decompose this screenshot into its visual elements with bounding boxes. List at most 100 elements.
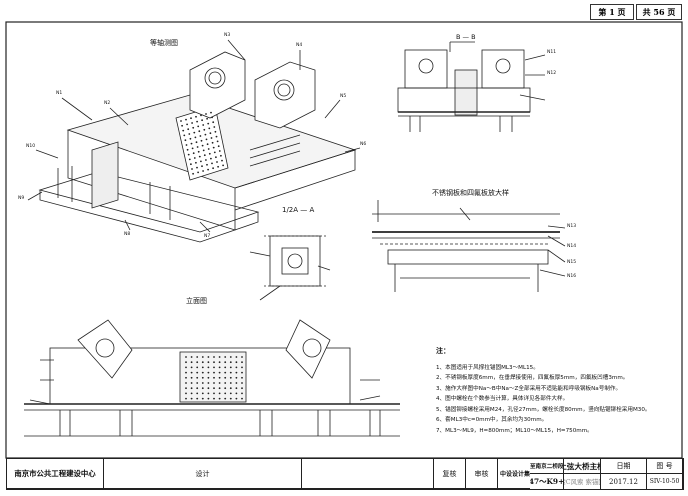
bolt [206, 143, 209, 146]
bolt [218, 376, 221, 379]
callout-n11: N11 [547, 50, 557, 55]
callout-n14: N14 [567, 244, 577, 249]
note-item: 4、图中螺栓在个数参当计算，具体详见各部件大样。 [436, 396, 569, 402]
bolt [196, 166, 198, 169]
bb-lug-left [404, 49, 448, 89]
bolt [221, 159, 223, 162]
detail-leaders [459, 207, 566, 277]
detail-view [372, 200, 566, 292]
bolt [201, 376, 204, 379]
page-number: 第 1 页 [590, 4, 634, 20]
bolt [190, 356, 193, 358]
elevation-view-title: 立面图 [186, 297, 207, 305]
bolt [201, 387, 204, 390]
bb-legs [409, 116, 513, 132]
bolt [207, 122, 210, 125]
iso-web [91, 141, 119, 209]
design-label: 设计 [104, 459, 302, 489]
callout-n7: N7 [204, 234, 211, 239]
bolt [229, 397, 232, 400]
notes-block: 注： 1、本图适用于风撑拉锚固ML3～ML15。 2、不锈钢板厚度6mm，在垂焊… [436, 346, 676, 436]
bolt [190, 376, 193, 379]
bolt [185, 376, 187, 379]
bolt [185, 356, 187, 358]
bolt [216, 161, 218, 163]
isometric-view [27, 39, 361, 243]
bolt [207, 366, 210, 369]
bolt [191, 122, 194, 124]
elev-posts [59, 410, 381, 436]
bolt [217, 165, 220, 168]
bolt [213, 126, 216, 128]
bolt [213, 356, 215, 358]
bolt [235, 376, 238, 379]
bolt [180, 120, 182, 122]
bolt [190, 366, 193, 369]
review-label: 复核 [434, 459, 466, 489]
bolt [189, 137, 192, 140]
bolt [198, 155, 201, 158]
bolt [218, 392, 221, 395]
bolt [201, 119, 204, 122]
bolt [207, 376, 210, 379]
bolt [201, 397, 204, 400]
bolt [191, 168, 193, 170]
page-total: 共 56 页 [636, 4, 682, 20]
bb-hole-right [495, 58, 511, 74]
iso-view-title: 等轴测图 [150, 39, 178, 47]
callout-n1: N1 [56, 91, 63, 96]
bolt [185, 387, 187, 390]
design-signature [302, 459, 434, 489]
title-block: 南京市公共工程建设中心 104国道浦洞立交至南京二桥段（浦仪公路西段） 上弦大桥… [6, 458, 684, 490]
bolt [229, 376, 232, 379]
callout-n3: N3 [224, 33, 231, 38]
bolt [210, 137, 213, 139]
bolt [218, 361, 221, 364]
bolt [218, 366, 221, 369]
bolt [213, 397, 215, 400]
bolt [187, 128, 190, 131]
bolt [183, 134, 186, 137]
drawing-no-label: 图 号 [647, 459, 683, 474]
bolt [241, 361, 243, 364]
bolt [197, 150, 200, 153]
bolt [229, 356, 232, 358]
bolt [196, 376, 199, 379]
bolt [190, 117, 192, 120]
bolt [185, 366, 187, 369]
note-item: 6、套ML3中c=0mm中，其余均为30mm。 [436, 417, 548, 423]
callout-n5: N5 [340, 94, 347, 99]
bolt [208, 127, 211, 130]
bolt [211, 162, 213, 165]
bolt [218, 371, 221, 374]
bolt [196, 397, 199, 400]
bolt [241, 382, 243, 384]
iso-pin-hole-right-inner [277, 83, 291, 97]
bolt [196, 366, 199, 369]
bolt [209, 132, 212, 135]
bolt [185, 371, 187, 374]
callout-n13: N13 [567, 224, 577, 229]
bolt [196, 382, 199, 384]
elevation-view [24, 319, 400, 437]
bolt [185, 144, 188, 146]
bolt [218, 356, 221, 358]
aa-leaders [249, 251, 331, 301]
bolt [201, 361, 204, 364]
bolt [235, 382, 238, 384]
drawing-title: 上弦大桥主桥 [564, 459, 601, 474]
bolt [241, 397, 243, 400]
bolt [224, 387, 227, 390]
aa-pin [287, 253, 303, 269]
bolt [200, 114, 202, 117]
bolt [207, 382, 210, 384]
bolt [196, 392, 199, 395]
bolt [201, 392, 204, 395]
bolt [206, 117, 209, 120]
bolt [229, 387, 232, 390]
bolt [196, 371, 199, 374]
owner-company: 南京市公共工程建设中心 [7, 459, 104, 489]
callout-n4: N4 [296, 43, 303, 48]
